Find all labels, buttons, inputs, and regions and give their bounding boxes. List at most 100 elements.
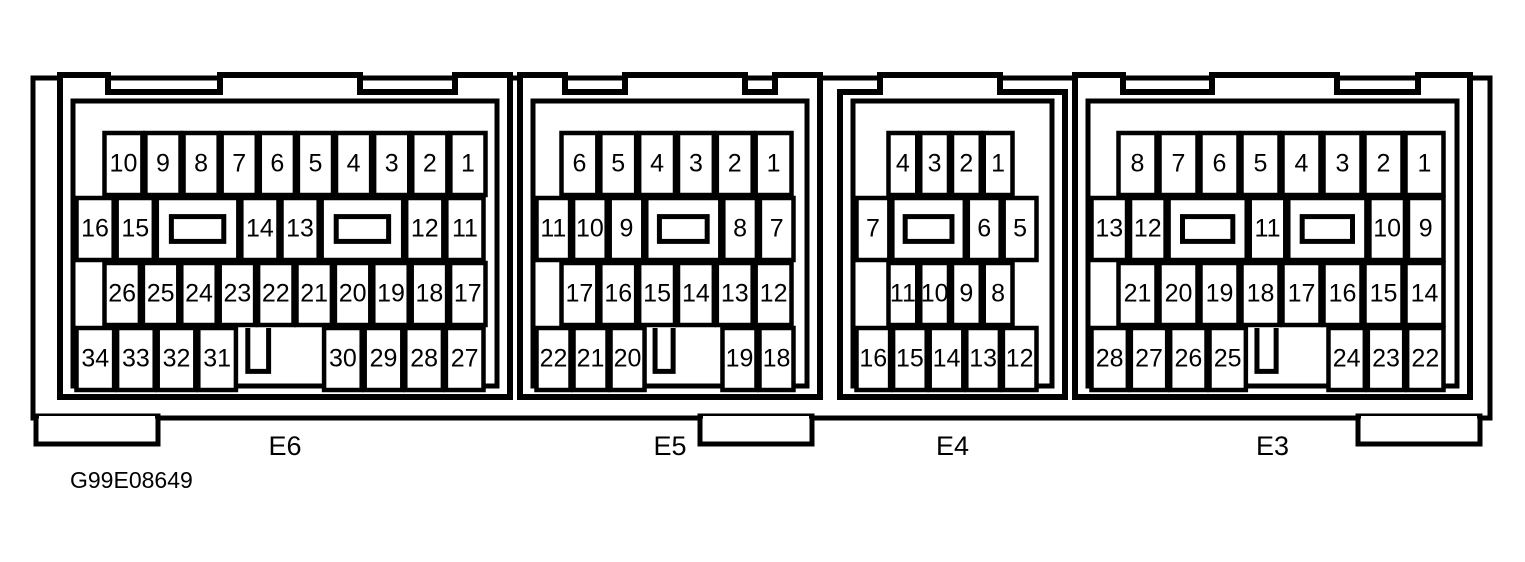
pin-e3-7[interactable] [1157, 130, 1200, 198]
pin-e3-19[interactable] [1198, 260, 1241, 328]
pin-e6-19[interactable] [371, 260, 411, 328]
pin-e6-20[interactable] [332, 260, 373, 328]
pin-e4-11[interactable] [886, 260, 920, 328]
pin-e5-20[interactable] [608, 325, 647, 393]
pin-e6-3[interactable] [371, 130, 412, 198]
pin-e3-2[interactable] [1362, 130, 1405, 198]
pin-e3-11[interactable] [1247, 195, 1288, 263]
pin-e4-10[interactable] [918, 260, 952, 328]
pin-e3-21[interactable] [1116, 260, 1159, 328]
pin-e4-3[interactable] [918, 130, 952, 198]
pin-e3-24[interactable] [1326, 325, 1368, 393]
pin-e5-22[interactable] [534, 325, 573, 393]
pin-e3-26[interactable] [1167, 325, 1209, 393]
pin-e5-18[interactable] [757, 325, 796, 393]
pin-e5-6[interactable] [559, 130, 600, 198]
pin-e3-6[interactable] [1198, 130, 1241, 198]
pin-e6-8[interactable] [181, 130, 221, 198]
pin-e4-16[interactable] [854, 325, 893, 393]
pin-e6-7[interactable] [219, 130, 260, 198]
pin-e6-22[interactable] [255, 260, 296, 328]
pin-e3-5[interactable] [1239, 130, 1282, 198]
pin-e6-21[interactable] [294, 260, 335, 328]
pin-e3-25[interactable] [1207, 325, 1249, 393]
pin-e6-14[interactable] [239, 195, 281, 263]
pin-e6-34[interactable] [74, 325, 117, 393]
pin-e5-7[interactable] [757, 195, 796, 263]
pin-e6-18[interactable] [409, 260, 450, 328]
pin-e3-17[interactable] [1280, 260, 1323, 328]
pin-e6-4[interactable] [333, 130, 374, 198]
pin-e5-5[interactable] [598, 130, 639, 198]
pin-e4-9[interactable] [949, 260, 983, 328]
pin-e6-16[interactable] [74, 195, 116, 263]
pin-e5-8[interactable] [721, 195, 760, 263]
pin-e3-22[interactable] [1404, 325, 1446, 393]
pin-e5-12[interactable] [753, 260, 794, 328]
pin-e5-11[interactable] [534, 195, 573, 263]
pin-e3-15[interactable] [1362, 260, 1405, 328]
pin-e4-1[interactable] [981, 130, 1015, 198]
pin-e5-21[interactable] [571, 325, 610, 393]
pin-e3-3[interactable] [1321, 130, 1364, 198]
pin-e6-32[interactable] [155, 325, 198, 393]
pin-e3-4[interactable] [1280, 130, 1323, 198]
pin-e5-15[interactable] [636, 260, 678, 328]
pin-e5-3[interactable] [675, 130, 717, 198]
pin-e3-27[interactable] [1128, 325, 1170, 393]
pin-e4-8[interactable] [981, 260, 1015, 328]
pin-e6-11[interactable] [444, 195, 486, 263]
pin-e4-15[interactable] [890, 325, 929, 393]
pin-e3-16[interactable] [1321, 260, 1364, 328]
pin-e5-13[interactable] [714, 260, 755, 328]
pin-e4-7[interactable] [854, 195, 892, 263]
pin-e4-13[interactable] [964, 325, 1003, 393]
pin-e4-12[interactable] [1000, 325, 1039, 393]
pin-e3-1[interactable] [1403, 130, 1446, 198]
pin-e5-4[interactable] [636, 130, 678, 198]
pin-e6-28[interactable] [403, 325, 446, 393]
pin-e6-17[interactable] [447, 260, 488, 328]
pin-e4-6[interactable] [965, 195, 1003, 263]
pin-e6-31[interactable] [196, 325, 239, 393]
pin-e4-14[interactable] [927, 325, 966, 393]
pin-e6-33[interactable] [114, 325, 157, 393]
pin-e6-6[interactable] [257, 130, 298, 198]
pin-e5-14[interactable] [675, 260, 717, 328]
pin-e6-12[interactable] [403, 195, 446, 263]
pin-e5-2[interactable] [714, 130, 755, 198]
pin-e4-2[interactable] [949, 130, 983, 198]
pin-e5-10[interactable] [570, 195, 609, 263]
pin-e3-13[interactable] [1089, 195, 1130, 263]
pin-e3-20[interactable] [1157, 260, 1200, 328]
pin-e6-27[interactable] [443, 325, 486, 393]
pin-e5-19[interactable] [720, 325, 759, 393]
pin-e6-5[interactable] [295, 130, 336, 198]
pin-e6-30[interactable] [321, 325, 364, 393]
pin-e6-15[interactable] [114, 195, 157, 263]
pin-e6-26[interactable] [102, 260, 143, 328]
pin-e3-10[interactable] [1367, 195, 1408, 263]
pin-e6-1[interactable] [448, 130, 488, 198]
pin-e6-29[interactable] [362, 325, 405, 393]
pin-e6-2[interactable] [410, 130, 450, 198]
pin-e6-23[interactable] [217, 260, 258, 328]
pin-e4-4[interactable] [886, 130, 920, 198]
pin-e4-5[interactable] [1001, 195, 1039, 263]
pin-e5-1[interactable] [753, 130, 794, 198]
pin-e5-16[interactable] [598, 260, 639, 328]
pin-e3-8[interactable] [1116, 130, 1159, 198]
pin-e6-10[interactable] [102, 130, 145, 198]
pin-e3-23[interactable] [1365, 325, 1407, 393]
pin-e5-9[interactable] [607, 195, 646, 263]
pin-e3-14[interactable] [1403, 260, 1446, 328]
pin-e6-25[interactable] [140, 260, 181, 328]
pin-e6-13[interactable] [279, 195, 321, 263]
pin-e3-12[interactable] [1127, 195, 1168, 263]
pin-e3-9[interactable] [1405, 195, 1446, 263]
pin-e6-9[interactable] [143, 130, 183, 198]
pin-e5-17[interactable] [559, 260, 600, 328]
pin-e3-18[interactable] [1239, 260, 1282, 328]
pin-e6-24[interactable] [179, 260, 219, 328]
pin-e3-28[interactable] [1089, 325, 1131, 393]
